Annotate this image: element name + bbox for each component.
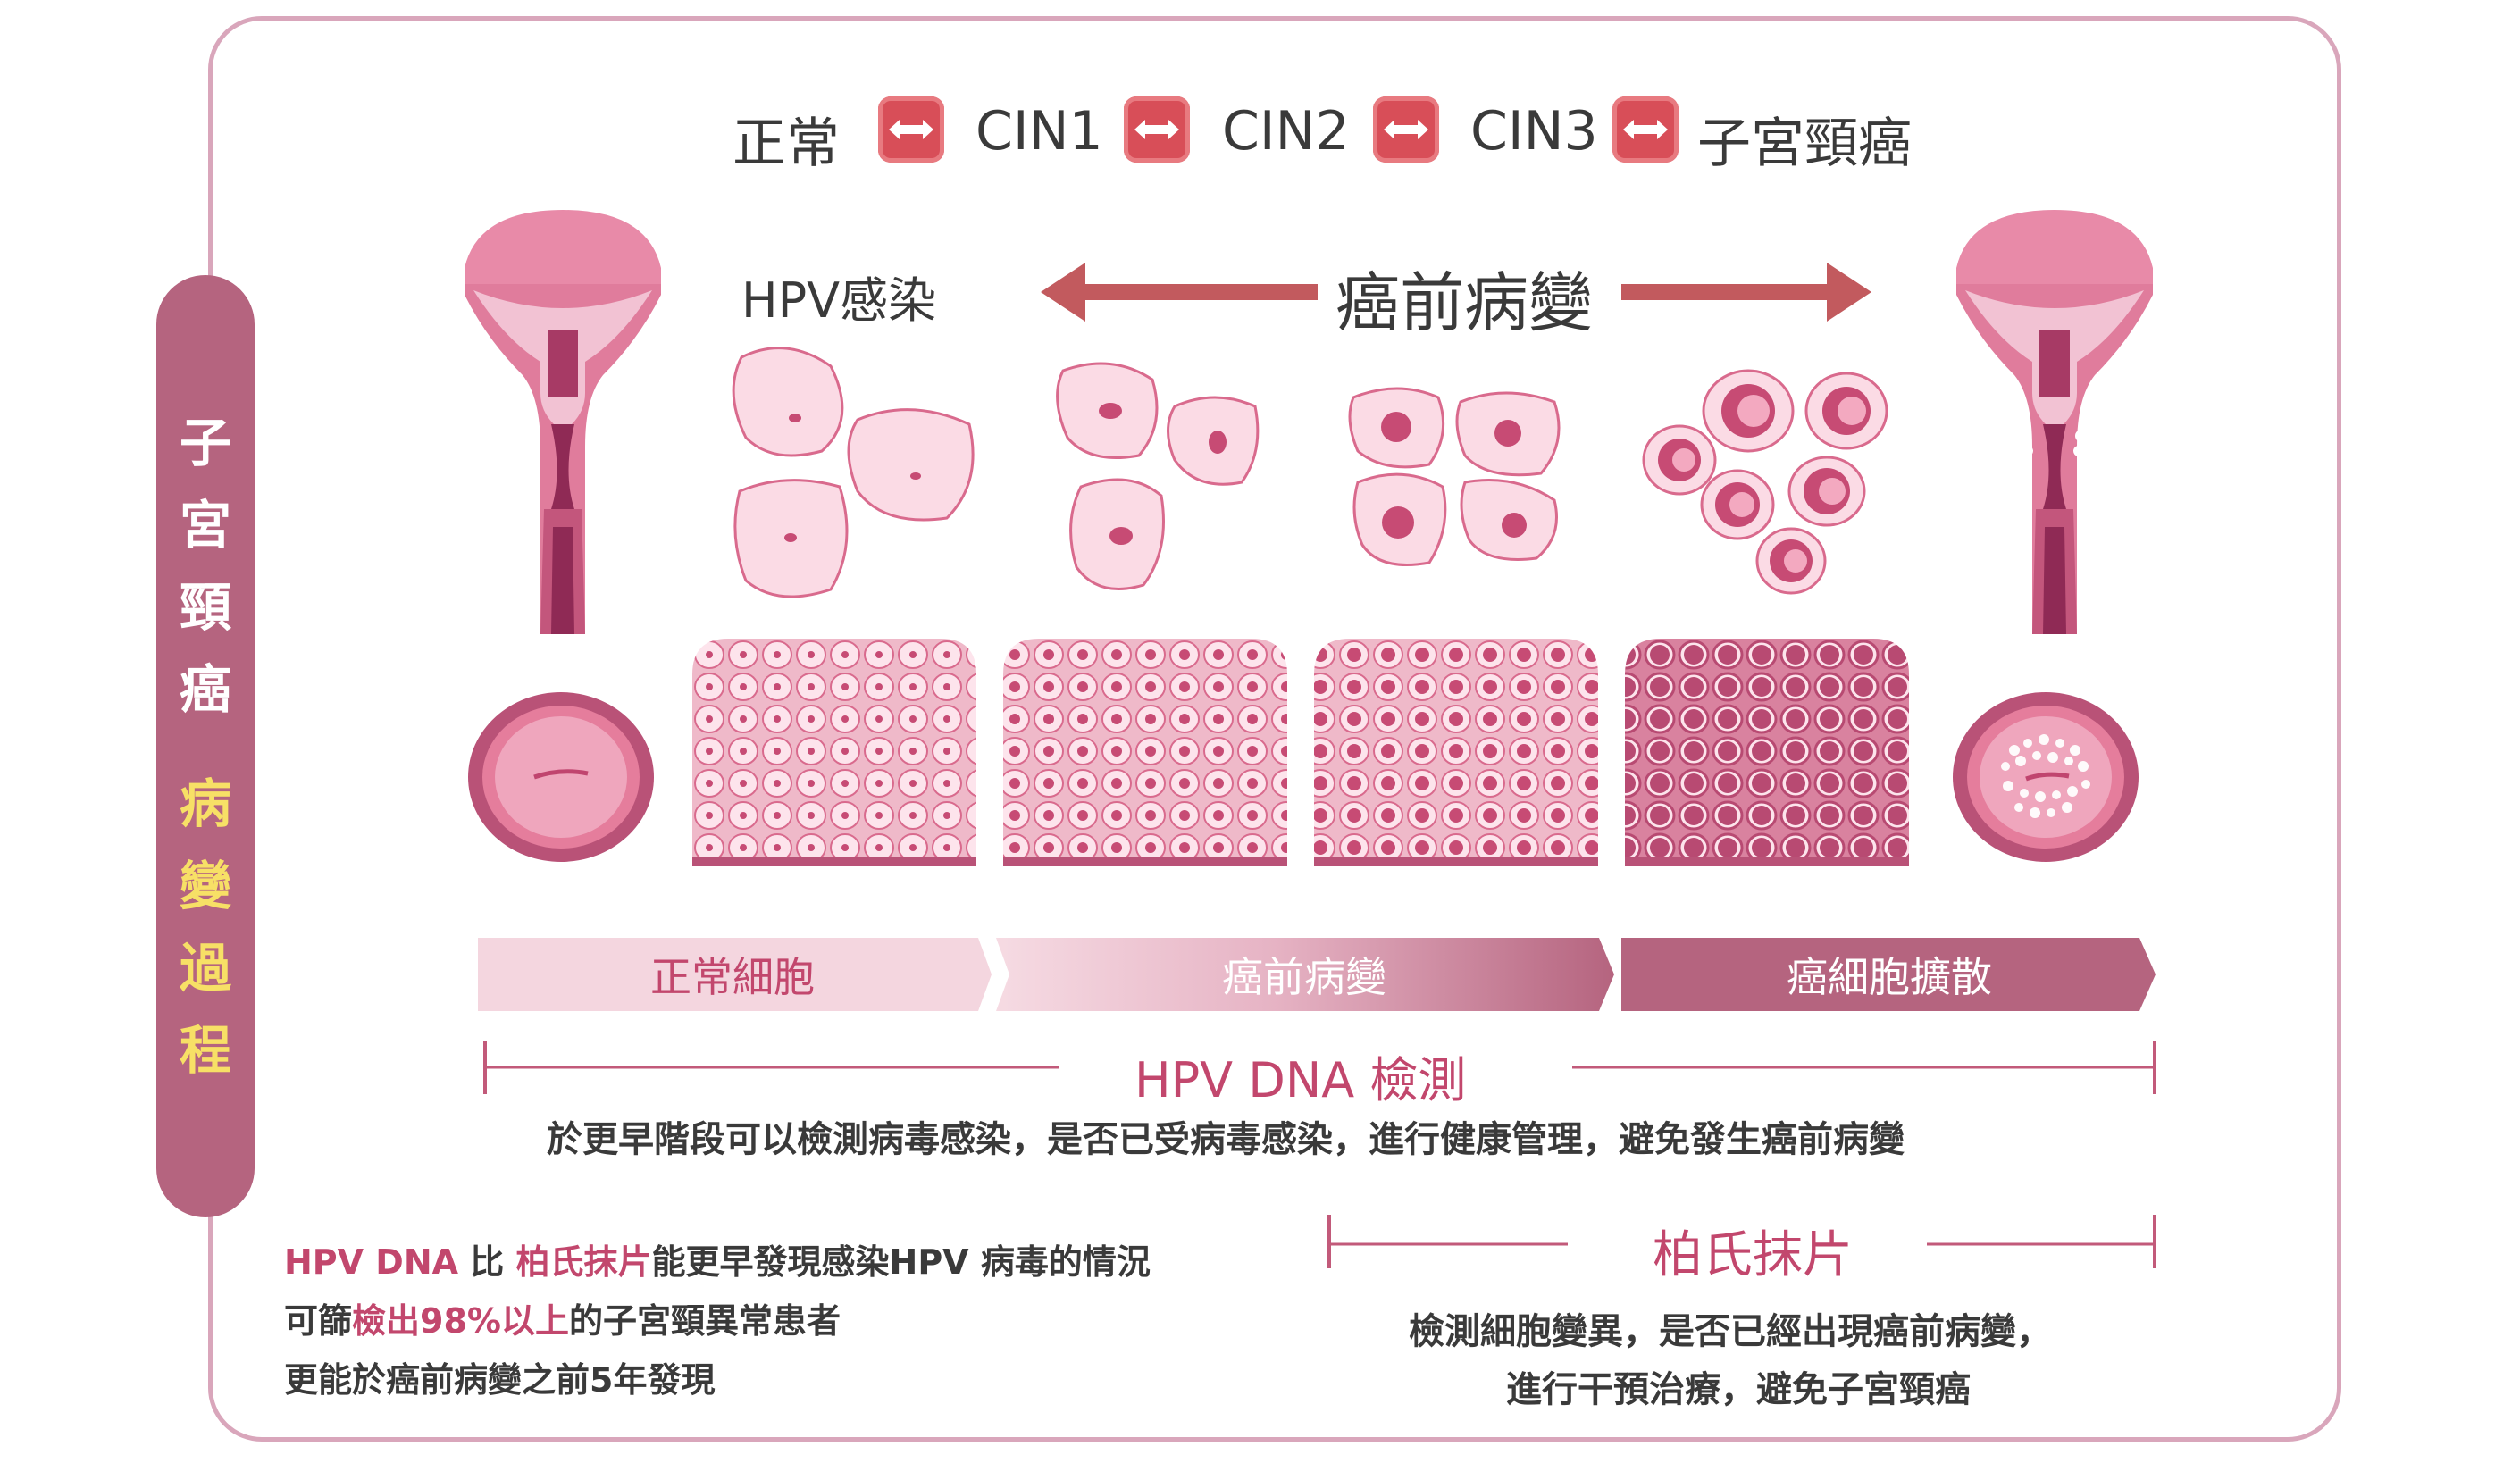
side-char: 變: [179, 855, 231, 916]
side-char: 癌: [179, 658, 231, 720]
side-char: 頸: [179, 576, 231, 638]
side-char: 病: [179, 773, 231, 834]
double-arrow-icon: [1124, 96, 1190, 163]
pap-smear-range-bracket: [1327, 1215, 2156, 1268]
note-compare: 比: [458, 1242, 516, 1282]
cells-cin1: [1056, 362, 1260, 590]
note-line-3: 更能於癌前病變之前5年發現: [284, 1360, 716, 1400]
stage-normal: 正常: [733, 113, 840, 175]
note-detect-earlier: 能更早發現感染HPV 病毒的情況: [651, 1242, 1151, 1282]
stage-sequence: 正常 CIN1 CIN2 CIN3 子宮頸癌: [0, 89, 2520, 188]
side-char: 過: [179, 937, 231, 999]
cells-cin2: [1348, 387, 1561, 566]
double-arrow-icon: [1373, 96, 1439, 163]
note-line-2: 可篩檢出98%以上的子宮頸異常患者: [284, 1293, 841, 1342]
side-char: 宮: [179, 494, 231, 556]
pap-smear-desc-line2: 進行干預治療，避免子宮頸癌: [1506, 1369, 1971, 1410]
hpv-dna-range-bracket: [483, 1041, 2156, 1094]
uterus-normal-illustration: [465, 210, 661, 634]
note-screen: 可篩: [284, 1301, 353, 1341]
note-patients: 的子宮頸異常患者: [568, 1301, 841, 1341]
note-line-1: HPV DNA 比 柏氏抹片能更早發現感染HPV 病毒的情況: [284, 1234, 1151, 1283]
cervix-normal-cross-section: [468, 692, 654, 862]
cells-normal: [732, 347, 975, 598]
hpv-infection-label: HPV感染: [741, 272, 937, 329]
stage-cin3: CIN3: [1470, 100, 1598, 163]
stage-cin1: CIN1: [975, 100, 1103, 163]
hpv-dna-title: HPV DNA 檢測: [1134, 1052, 1467, 1108]
side-title-bar: 子 宮 頸 癌 病 變 過 程: [156, 275, 255, 1217]
pap-smear-title: 柏氏抹片: [1653, 1226, 1853, 1284]
pap-smear-desc-line1: 檢測細胞變異，是否已經出現癌前病變，: [1409, 1311, 2052, 1352]
chevron-normal-cells: 正常細胞: [650, 953, 815, 1001]
cells-cin3: [1642, 369, 1888, 595]
note-detection-rate: 檢出98%以上: [352, 1301, 569, 1341]
hpv-dna-description: 於更早階段可以檢測病毒感染，是否已受病毒感染，進行健康管理，避免發生癌前病變: [547, 1119, 1905, 1160]
double-arrow-icon: [878, 96, 944, 163]
note-pap: 柏氏抹片: [515, 1242, 652, 1282]
note-hpv-dna: HPV DNA: [284, 1242, 459, 1282]
stage-cervical-cancer: 子宮頸癌: [1697, 113, 1912, 175]
uterus-cancer-illustration: [1956, 210, 2153, 634]
precancer-double-arrow: [1041, 263, 1871, 322]
tissue-progression: [692, 639, 1909, 866]
cervix-cancer-cross-section: [1953, 692, 2139, 862]
side-char: 子: [179, 412, 231, 473]
side-char: 程: [179, 1019, 231, 1081]
chevron-cancer-spread: 癌細胞擴散: [1787, 953, 1992, 1001]
stage-cin2: CIN2: [1222, 100, 1350, 163]
chevron-precancer: 癌前病變: [1222, 953, 1386, 1001]
precancer-lesion-title: 癌前病變: [1335, 265, 1594, 340]
double-arrow-icon: [1612, 96, 1679, 163]
progress-chevrons: [478, 938, 2156, 1011]
